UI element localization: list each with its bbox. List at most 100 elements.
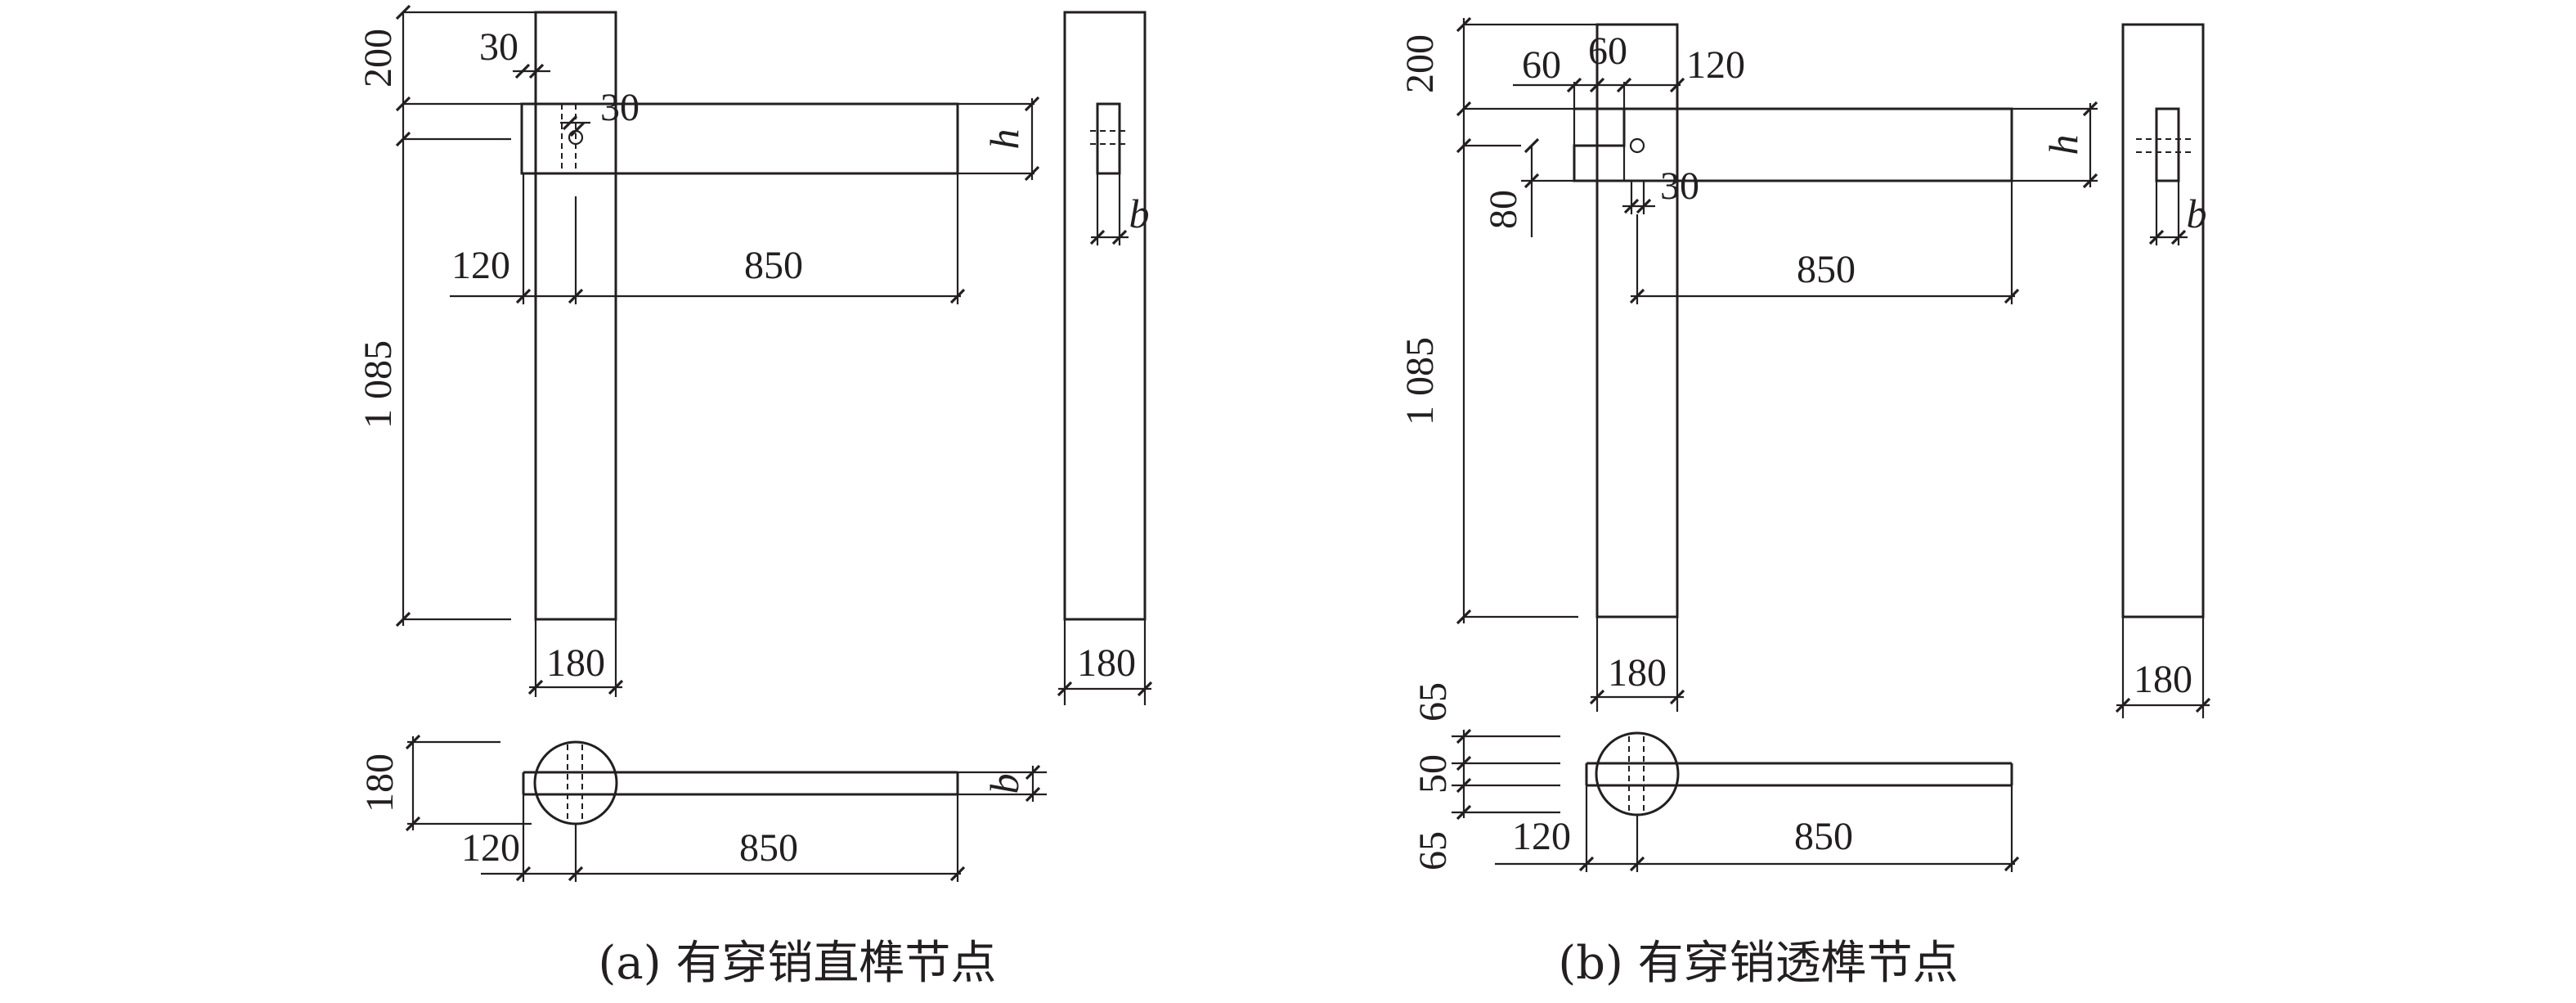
- dim-a-30-top: 30: [479, 25, 518, 69]
- dim-b-200: 200: [1398, 34, 1442, 93]
- dim-b-80: 80: [1482, 190, 1525, 229]
- tick-a-1: [395, 4, 411, 20]
- tick-a-20: [405, 734, 421, 750]
- tick-a-7: [1024, 96, 1040, 112]
- tick-b-20: [2170, 229, 2187, 245]
- tick-a-4: [528, 63, 545, 79]
- tick-b-16: [1456, 609, 1472, 625]
- dim-a-180: 180: [546, 641, 605, 685]
- tick-b-17: [1589, 689, 1605, 705]
- panel-b-elevation: 200 60 60 120 80 30: [1398, 16, 2098, 712]
- dim-a-120: 120: [451, 244, 510, 287]
- tick-b-12: [2082, 173, 2098, 189]
- tick-b-15: [1456, 137, 1472, 154]
- panel-b-side: b 180: [2115, 23, 2211, 718]
- tick-b-23: [1456, 728, 1472, 744]
- tick-b-18: [1669, 689, 1685, 705]
- tick-b-10: [1636, 198, 1652, 214]
- dim-a-850: 850: [744, 244, 803, 287]
- tick-b-7: [1524, 137, 1540, 154]
- tick-b-8: [1524, 173, 1540, 189]
- panel-a-side: b 180: [1057, 11, 1153, 705]
- dim-b-side-180: 180: [2134, 658, 2192, 701]
- tick-b-3: [1566, 77, 1582, 93]
- tick-b-6: [1669, 77, 1685, 93]
- dim-b-850: 850: [1797, 248, 1856, 291]
- tick-b-2: [1456, 101, 1472, 117]
- dim-b-plan-65-top: 65: [1411, 682, 1455, 722]
- panel-a: 200 30 30 h 1 085: [357, 4, 1153, 990]
- tick-b-28: [1629, 856, 1645, 872]
- tick-a-6: [569, 121, 586, 137]
- tick-b-22: [2195, 697, 2211, 713]
- tick-a-3: [514, 63, 531, 79]
- tick-a-12: [568, 288, 584, 304]
- dim-b-plan-850: 850: [1794, 815, 1853, 858]
- tick-a-11: [515, 288, 532, 304]
- dim-b-h: h: [2040, 135, 2086, 155]
- dim-a-30-pin: 30: [600, 86, 640, 129]
- tick-b-11: [2082, 101, 2098, 117]
- pin-b: [1629, 137, 1645, 154]
- plan-a-column: [533, 740, 618, 825]
- tick-a-25: [568, 866, 584, 882]
- caption-b: (b) 有穿销透榫节点: [1558, 937, 1958, 990]
- tick-b-19: [2148, 229, 2165, 245]
- panel-a-plan: 180 b 120 850: [358, 734, 1047, 882]
- dim-a-plan-850: 850: [739, 826, 798, 870]
- dim-a-side-180: 180: [1077, 641, 1136, 685]
- tick-a-17: [1111, 229, 1128, 245]
- tick-a-18: [1057, 681, 1073, 697]
- dim-b-30: 30: [1660, 164, 1699, 208]
- tick-b-29: [2004, 856, 2020, 872]
- beam-a: [520, 102, 959, 175]
- caption-a: (a) 有穿销直榫节点: [599, 937, 997, 990]
- tick-a-9: [395, 131, 411, 147]
- dim-b-1085: 1 085: [1398, 337, 1442, 425]
- tick-a-21: [405, 816, 421, 832]
- panel-a-elevation: 200 30 30 h 1 085: [357, 4, 1040, 697]
- tick-b-5: [1616, 77, 1632, 93]
- dim-a-200: 200: [357, 29, 400, 88]
- tick-b-27: [1578, 856, 1595, 872]
- dim-b-b: b: [2187, 191, 2207, 236]
- tick-b-24: [1456, 755, 1472, 771]
- dim-b-plan-50: 50: [1411, 754, 1455, 794]
- tick-a-14: [527, 679, 544, 695]
- beam-b: [1573, 107, 2013, 182]
- tick-b-1: [1456, 16, 1472, 33]
- mortise-b-side: [2155, 107, 2180, 182]
- panel-b: 200 60 60 120 80 30: [1398, 16, 2211, 990]
- dim-a-h: h: [981, 129, 1027, 150]
- tick-a-19: [1137, 681, 1153, 697]
- tick-b-4: [1589, 77, 1605, 93]
- tick-b-21: [2115, 697, 2131, 713]
- tick-a-22: [1025, 764, 1041, 780]
- plan-b-column: [1595, 731, 1680, 816]
- dim-b-60-left: 60: [1522, 43, 1561, 87]
- tick-a-5: [562, 115, 578, 131]
- tick-a-2: [395, 96, 411, 112]
- column-a-side: [1063, 11, 1147, 621]
- column-a: [534, 11, 617, 621]
- dim-a-plan-b: b: [981, 774, 1027, 794]
- column-b: [1595, 23, 1679, 618]
- tick-a-10: [395, 611, 411, 627]
- tick-b-13: [1629, 288, 1645, 304]
- panel-b-plan: 65 50 65 120 850: [1411, 682, 2020, 872]
- dim-b-60-right: 60: [1588, 29, 1627, 73]
- tick-b-14: [2004, 288, 2020, 304]
- tick-b-25: [1456, 777, 1472, 794]
- tick-a-23: [1025, 786, 1041, 803]
- tick-a-16: [1089, 229, 1106, 245]
- tick-b-26: [1456, 804, 1472, 821]
- tick-a-24: [515, 866, 532, 882]
- dim-a-b: b: [1129, 191, 1150, 236]
- tick-a-15: [608, 679, 624, 695]
- dim-b-plan-120: 120: [1512, 815, 1571, 858]
- tick-a-26: [949, 866, 966, 882]
- dim-a-1085: 1 085: [357, 340, 400, 429]
- column-b-side: [2121, 23, 2205, 618]
- dim-b-120: 120: [1686, 43, 1745, 87]
